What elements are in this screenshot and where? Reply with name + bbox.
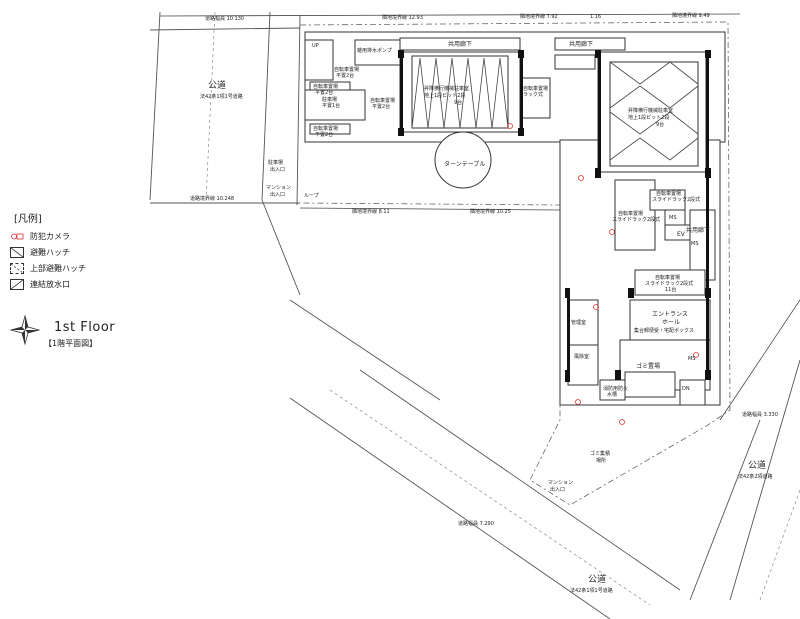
- mansion-entrance-top-label-2: 出入口: [270, 191, 285, 198]
- road-right-name: 公道: [748, 459, 766, 471]
- svg-text:隣地境界線 12.93: 隣地境界線 12.93: [382, 14, 423, 21]
- room-labels: 共用廊下 共用廊下 共用廊下 昇降横行機械駐車室 地上1段ピット2段 9台 昇降…: [266, 40, 710, 493]
- legend-item: 防犯カメラ: [10, 228, 86, 244]
- road-bottom-law: 法42条1項1号道路: [570, 587, 613, 594]
- road-labels: 公道 法42条1項1号道路 公道 法42条2項道路 公道 法42条1項1号道路: [200, 79, 773, 594]
- svg-text:1.16: 1.16: [590, 14, 601, 20]
- up-label: UP: [312, 43, 319, 49]
- entrance-hall-label-2: ホール: [662, 319, 680, 326]
- ev-label: EV: [677, 231, 686, 238]
- bike-rack-4-label: 自転車置場: [655, 274, 680, 281]
- compass-icon: [9, 314, 41, 346]
- moto-sub: 平置1台: [322, 102, 340, 109]
- mech-parking-1-cap: 9台: [454, 99, 462, 106]
- mech-parking-2-sub: 地上1段ピット2段: [628, 114, 669, 121]
- mansion-entrance-label-2: 出入口: [550, 486, 565, 493]
- mech-parking-2-label: 昇降横行機械駐車室: [628, 107, 673, 114]
- mailbox-label: 集合郵便受・宅配ボックス: [634, 327, 694, 334]
- road-right: [689, 299, 800, 601]
- bike-2-sub: 平置2台: [372, 103, 390, 110]
- mech-parking-2-cap: 9台: [656, 121, 664, 128]
- legend-item: 避難ハッチ: [10, 244, 86, 260]
- road-left-name: 公道: [208, 79, 226, 91]
- loop-label: ループ: [304, 193, 319, 199]
- corridor-3-label: 共用廊下: [686, 226, 710, 234]
- hatch-icon: [10, 246, 24, 258]
- bike-1-label: 自転車置場: [334, 66, 359, 73]
- dimension-labels: 道路幅員 10.130 隣地境界線 12.93 隣地境界線 7.92 1.16 …: [190, 12, 778, 527]
- bike-rack-2-label: 自転車置場: [618, 210, 643, 217]
- bike-rack-2-sub: スライドラック2段式: [612, 216, 660, 223]
- fire-tank-label-2: 水槽: [607, 391, 617, 398]
- mansion-entrance-top-label: マンション: [266, 185, 291, 191]
- camera-icon: [507, 123, 699, 425]
- turntable-circle: [434, 131, 492, 189]
- svg-text:隣地境界線 7.92: 隣地境界線 7.92: [520, 13, 558, 20]
- road-bottom: [289, 299, 681, 619]
- outlet-icon: [10, 278, 24, 290]
- mech-parking-1-sub: 地上1段ピット2段: [424, 92, 465, 99]
- building: [304, 31, 726, 406]
- svg-text:隣地境界線 9.49: 隣地境界線 9.49: [672, 12, 710, 19]
- svg-text:道路幅員 7.290: 道路幅員 7.290: [458, 520, 494, 527]
- bike-rack-3-label: 自転車置場: [656, 190, 681, 197]
- camera-icon: [10, 232, 24, 241]
- floor-subtitle: 【1階平面図】: [44, 339, 98, 348]
- bike-1-sub: 平置2台: [336, 72, 354, 79]
- bike-rack-3-sub: スライドラック2段式: [652, 196, 700, 203]
- ms1-label: MS: [669, 215, 677, 221]
- ms3-label: MS: [688, 356, 696, 362]
- bike-4-label: 自転車置場: [313, 83, 338, 90]
- entrance-hall-label: エントランス: [652, 311, 688, 318]
- road-left-law: 法42条1項1号道路: [200, 93, 243, 100]
- bike-3-label: 自転車置場: [313, 125, 338, 132]
- bike-rack-1-sub: ラック式: [523, 91, 543, 98]
- legend-item: 上部避難ハッチ: [10, 260, 86, 276]
- moto-label: 駐車場: [322, 96, 337, 103]
- legend-item: 連結放水口: [10, 276, 86, 292]
- corridor-1-label: 共用廊下: [448, 40, 472, 48]
- svg-text:道路幅員 10.130: 道路幅員 10.130: [205, 15, 244, 22]
- bike-2-label: 自転車置場: [370, 97, 395, 104]
- guard-label: 管理室: [571, 319, 586, 326]
- bike-rack-4-cap: 11台: [665, 286, 676, 293]
- pump-label: 雑用排水ポンプ: [357, 47, 392, 54]
- parking-entrance-label: 駐車場: [268, 159, 283, 166]
- dn-label: DN: [682, 386, 690, 392]
- svg-text:道路境界線 10.248: 道路境界線 10.248: [190, 195, 234, 202]
- road-left: [149, 11, 301, 296]
- garbage-collect-label: ゴミ集積: [590, 450, 610, 457]
- turntable-label: ターンテーブル: [444, 160, 485, 168]
- floor-title: 1st Floor: [54, 320, 116, 335]
- windbreak-label: 風除室: [574, 353, 589, 360]
- garbage-label: ゴミ置場: [636, 362, 660, 370]
- upper-hatch-icon: [10, 262, 24, 274]
- columns: [398, 50, 711, 382]
- mansion-entrance-label: マンション: [548, 480, 573, 486]
- legend: 防犯カメラ 避難ハッチ 上部避難ハッチ 連結放水口: [10, 228, 86, 292]
- svg-text:隣地境界線 10.25: 隣地境界線 10.25: [470, 208, 511, 215]
- bike-rack-4-sub: スライドラック2段式: [645, 280, 693, 287]
- parking-entrance-label-2: 出入口: [270, 166, 285, 173]
- bike-4-sub: 平置2台: [315, 89, 333, 96]
- legend-title: [凡例]: [14, 214, 42, 225]
- fire-tank-label: 消防用防火: [603, 385, 628, 392]
- road-right-law: 法42条2項道路: [738, 473, 773, 480]
- bike-rack-1-label: 自転車置場: [523, 85, 548, 92]
- svg-text:道路幅員 3.330: 道路幅員 3.330: [742, 411, 778, 418]
- mech-parking-1-label: 昇降横行機械駐車室: [424, 85, 469, 92]
- corridor-2-label: 共用廊下: [569, 40, 593, 48]
- ms2-label: MS: [691, 241, 699, 247]
- garbage-collect-label-2: 場所: [596, 457, 606, 464]
- bike-3-sub: 平置2台: [315, 131, 333, 138]
- svg-text:隣地境界線 8.11: 隣地境界線 8.11: [352, 208, 390, 215]
- road-bottom-name: 公道: [588, 573, 606, 585]
